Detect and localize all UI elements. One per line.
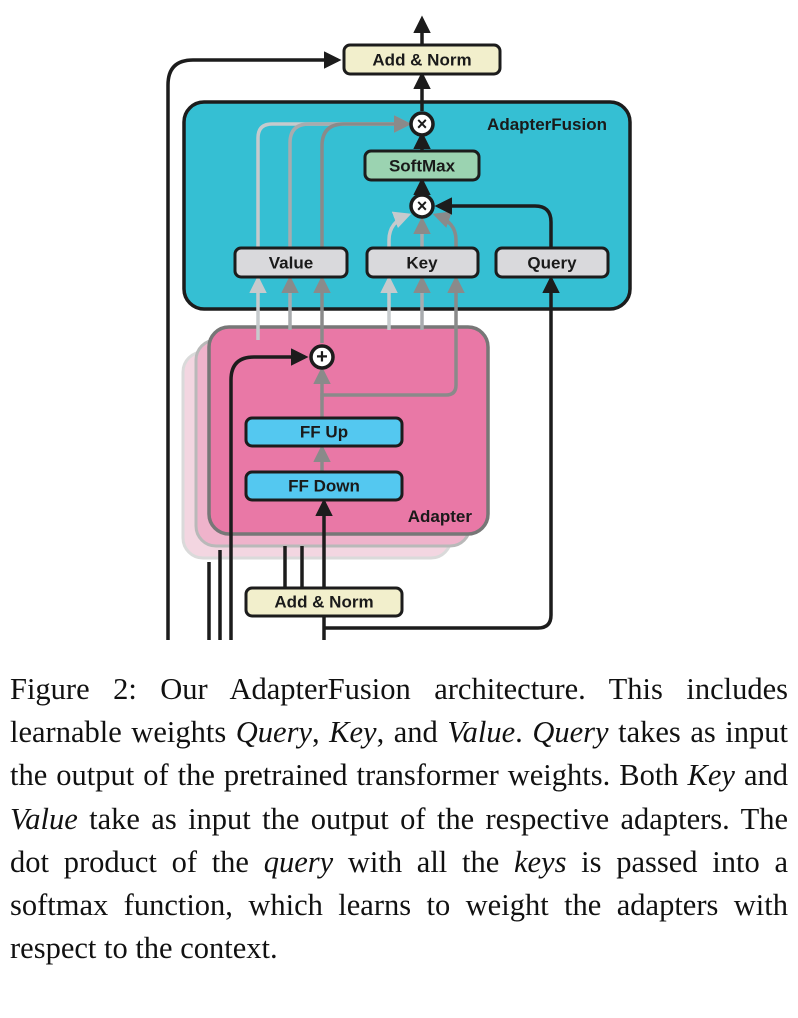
query-label: Query bbox=[527, 254, 577, 273]
ff-down-box bbox=[244, 470, 404, 502]
adapter-label: Adapter bbox=[408, 507, 473, 526]
key-label: Key bbox=[406, 254, 438, 273]
ff-down-label: FF Down bbox=[288, 477, 360, 496]
value-line-3 bbox=[320, 115, 412, 248]
ff-up-box bbox=[244, 416, 404, 448]
add-norm-bottom-box bbox=[244, 586, 404, 618]
svg-text:+: + bbox=[316, 346, 328, 368]
add-operator: + bbox=[309, 344, 335, 370]
query-input-arrow bbox=[324, 275, 560, 630]
ff-up-label: FF Up bbox=[300, 423, 348, 442]
key-box bbox=[365, 246, 480, 279]
key-line-1 bbox=[387, 211, 412, 248]
add-norm-bottom-label: Add & Norm bbox=[274, 593, 373, 612]
residual-arrow-top bbox=[166, 51, 342, 640]
multiply-operator-bottom: × bbox=[409, 193, 435, 219]
softmax-box bbox=[363, 149, 481, 182]
softmax-label: SoftMax bbox=[389, 157, 456, 176]
value-label: Value bbox=[269, 254, 313, 273]
add-norm-top-label: Add & Norm bbox=[372, 51, 471, 70]
adapterfusion-diagram: AdapterFusion Adapter Add & Norm bbox=[166, 15, 632, 640]
adapter-fusion-label: AdapterFusion bbox=[487, 115, 607, 134]
value-line-1 bbox=[256, 115, 412, 248]
svg-text:×: × bbox=[417, 196, 428, 216]
query-box bbox=[494, 246, 610, 279]
figure-caption: Figure 2: Our AdapterFusion architecture… bbox=[10, 672, 789, 966]
value-box bbox=[233, 246, 349, 279]
add-norm-top-box bbox=[342, 43, 502, 76]
query-to-multiply-arrow bbox=[434, 197, 553, 248]
value-line-2 bbox=[288, 115, 412, 248]
residual-arrow-adapter bbox=[229, 348, 309, 640]
key-line-3 bbox=[432, 211, 458, 248]
svg-text:×: × bbox=[417, 114, 428, 134]
multiply-operator-top: × bbox=[409, 111, 435, 137]
